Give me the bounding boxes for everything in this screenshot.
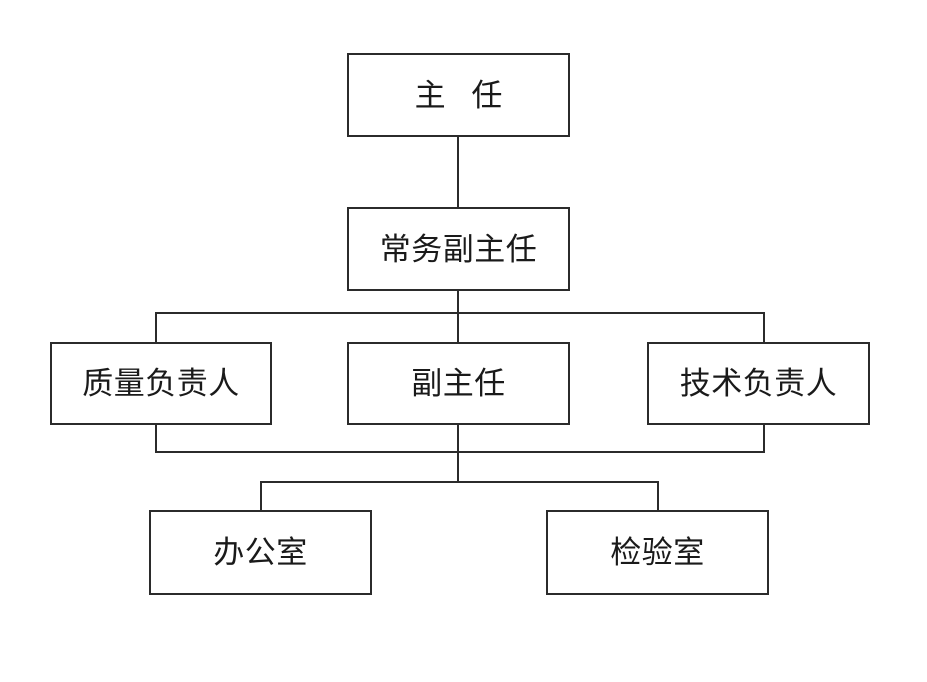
node-label-deputy-director: 副主任 [411,366,506,401]
connector-riser-deputy2-to-busbar-lower [457,425,459,453]
connector-spine-busbar-lower-to-bottom [457,451,459,482]
node-label-inspection-lab: 检验室 [610,535,705,570]
node-exec-deputy-director[interactable]: 常务副主任 [347,207,570,291]
node-label-exec-deputy-director: 常务副主任 [379,231,538,267]
connector-riser-technical-to-busbar-lower [763,425,765,453]
connector-riser-quality-to-busbar-lower [155,425,157,453]
node-label-technical-manager: 技术负责人 [679,366,838,401]
node-quality-manager[interactable]: 质量负责人 [50,342,272,425]
node-office[interactable]: 办公室 [149,510,372,595]
node-director[interactable]: 主 任 [347,53,570,137]
node-inspection-lab[interactable]: 检验室 [546,510,769,595]
connector-drop-busbar-to-inspection [657,481,659,511]
node-label-director: 主 任 [414,77,512,113]
node-label-office: 办公室 [213,535,308,570]
node-deputy-director[interactable]: 副主任 [347,342,570,425]
connector-drop-busbar-to-office [260,481,262,511]
connector-busbar-bottom [260,481,659,483]
connector-busbar-lower [155,451,765,453]
connector-busbar-upper [155,312,765,314]
node-label-quality-manager: 质量负责人 [82,366,240,401]
connector-drop-busbar-to-deputy2 [457,312,459,342]
connector-drop-busbar-to-technical [763,312,765,342]
connector-drop-busbar-to-quality [155,312,157,342]
node-technical-manager[interactable]: 技术负责人 [647,342,870,425]
connector-spine-director-to-deputy [457,137,459,207]
